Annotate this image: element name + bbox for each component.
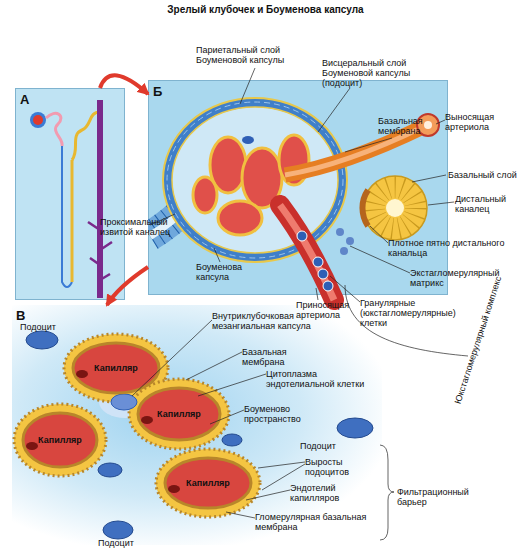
capillary-wall	[23, 413, 97, 467]
annotation-label: Подоцит	[300, 441, 360, 451]
annotation-label: Базальный слой	[448, 170, 528, 180]
capillary-shape: Капилляр	[20, 410, 100, 470]
annotation-label: Боуменово пространство	[244, 404, 326, 424]
capillary-wall	[73, 343, 159, 393]
annotation-label: Приносящая артериола	[296, 300, 360, 320]
annotation-label: Подоцит	[98, 538, 158, 548]
capillary-label: Капилляр	[157, 409, 201, 419]
capillary-shape: Капилляр	[70, 340, 162, 396]
capillary-shape: Капилляр	[135, 385, 223, 443]
capillary-wall	[138, 388, 220, 440]
annotation-label: Юкстагломерулярный комплекс	[452, 272, 505, 408]
endothelial-nucleus	[26, 442, 38, 450]
annotation-label: Париетальный слой Боуменовой капсулы	[196, 45, 321, 65]
annotation-label: Базальная мембрана	[378, 116, 440, 136]
annotation-label: Цитоплазма эндотелиальной клетки	[266, 369, 378, 389]
annotation-label: Боуменова капсула	[196, 262, 256, 282]
endothelial-nucleus	[141, 416, 153, 424]
panel-letter: В	[16, 308, 25, 323]
annotation-label: Экстагломерулярный матрикс	[410, 268, 528, 288]
capillary-label: Капилляр	[38, 435, 82, 445]
annotation-label: Гранулярные (юкстагломерулярные) клетки	[360, 298, 472, 328]
annotation-label: Проксимальный извитой каналец	[100, 217, 185, 237]
annotation-label: Фильтрационный барьер	[397, 487, 487, 507]
endothelial-nucleus	[76, 370, 88, 378]
annotation-label: Выросты подоцитов	[305, 457, 381, 477]
annotation-label: Подоцит	[20, 322, 80, 332]
figure-panel: А	[15, 88, 125, 300]
annotation-label: Висцеральный слой Боуменовой капсулы (по…	[322, 58, 432, 88]
figure-panel: Б	[148, 80, 448, 295]
annotation-label: Выносящая артериола	[445, 112, 515, 132]
endothelial-nucleus	[168, 485, 180, 493]
capillary-wall	[165, 458, 251, 508]
annotation-label: Гломерулярная базальная мембрана	[255, 512, 367, 532]
panel-letter: Б	[153, 84, 162, 99]
diagram-title: Зрелый клубочек и Боуменова капсула	[0, 4, 531, 15]
figure-panel: ВКапиллярКапиллярКапиллярКапилляр	[12, 305, 382, 545]
annotation-label: Базальная мембрана	[242, 347, 322, 367]
annotation-label: Внутриклубочковая мезангиальная капсула	[212, 311, 344, 331]
annotation-label: Плотное пятно дистального канальца	[388, 238, 518, 258]
annotation-label: Эндотелий капилляров	[290, 483, 372, 503]
annotation-label: Дистальный каналец	[455, 194, 523, 214]
panel-letter: А	[20, 92, 29, 107]
capillary-shape: Капилляр	[162, 455, 254, 511]
barrier-bracket	[380, 445, 394, 540]
capillary-label: Капилляр	[94, 363, 138, 373]
capillary-label: Капилляр	[186, 478, 230, 488]
